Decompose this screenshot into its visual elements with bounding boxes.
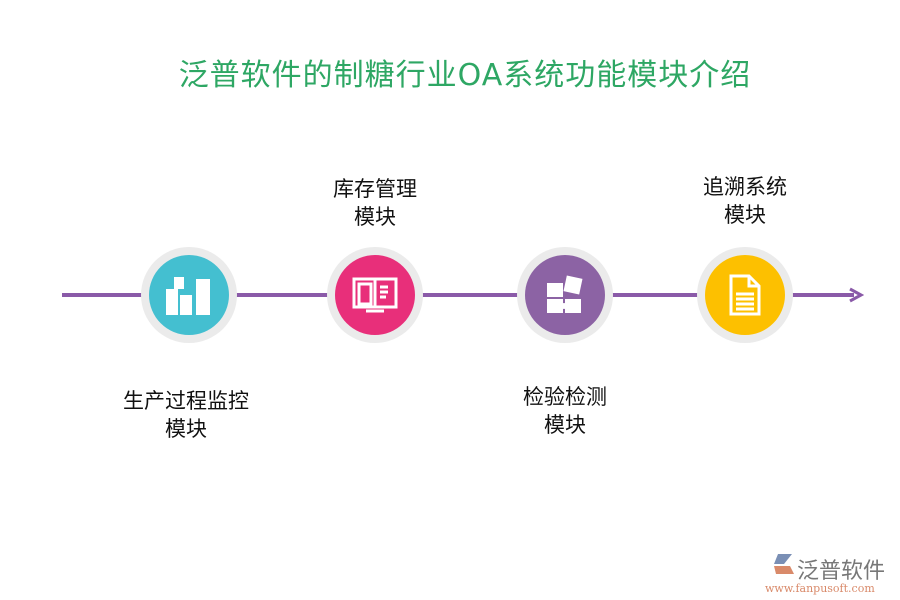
page-title: 泛普软件的制糖行业OA系统功能模块介绍	[178, 58, 752, 93]
label-line: 追溯系统	[703, 175, 787, 199]
module-label-inspection: 检验检测模块	[475, 383, 655, 439]
module-circle-inventory[interactable]	[327, 247, 423, 343]
module-label-inventory: 库存管理模块	[285, 175, 465, 231]
document-icon	[705, 255, 785, 335]
label-line: 模块	[354, 205, 396, 229]
label-line: 模块	[165, 417, 207, 441]
label-line: 生产过程监控	[123, 389, 249, 413]
puzzle-icon	[525, 255, 605, 335]
label-line: 检验检测	[523, 385, 607, 409]
module-label-production: 生产过程监控模块	[96, 387, 276, 443]
module-label-traceability: 追溯系统模块	[655, 173, 835, 229]
label-line: 模块	[724, 203, 766, 227]
module-circle-traceability[interactable]	[697, 247, 793, 343]
book-icon	[335, 255, 415, 335]
label-line: 库存管理	[333, 177, 417, 201]
label-line: 模块	[544, 413, 586, 437]
buildings-icon	[149, 255, 229, 335]
module-circle-production[interactable]	[141, 247, 237, 343]
arrow-head-icon	[849, 287, 864, 303]
fanpu-logo-icon	[774, 554, 794, 574]
logo-name: 泛普软件	[797, 559, 886, 584]
module-circle-inspection[interactable]	[517, 247, 613, 343]
timeline-line	[62, 293, 854, 297]
logo-url: www.fanpusoft.com	[765, 582, 875, 595]
